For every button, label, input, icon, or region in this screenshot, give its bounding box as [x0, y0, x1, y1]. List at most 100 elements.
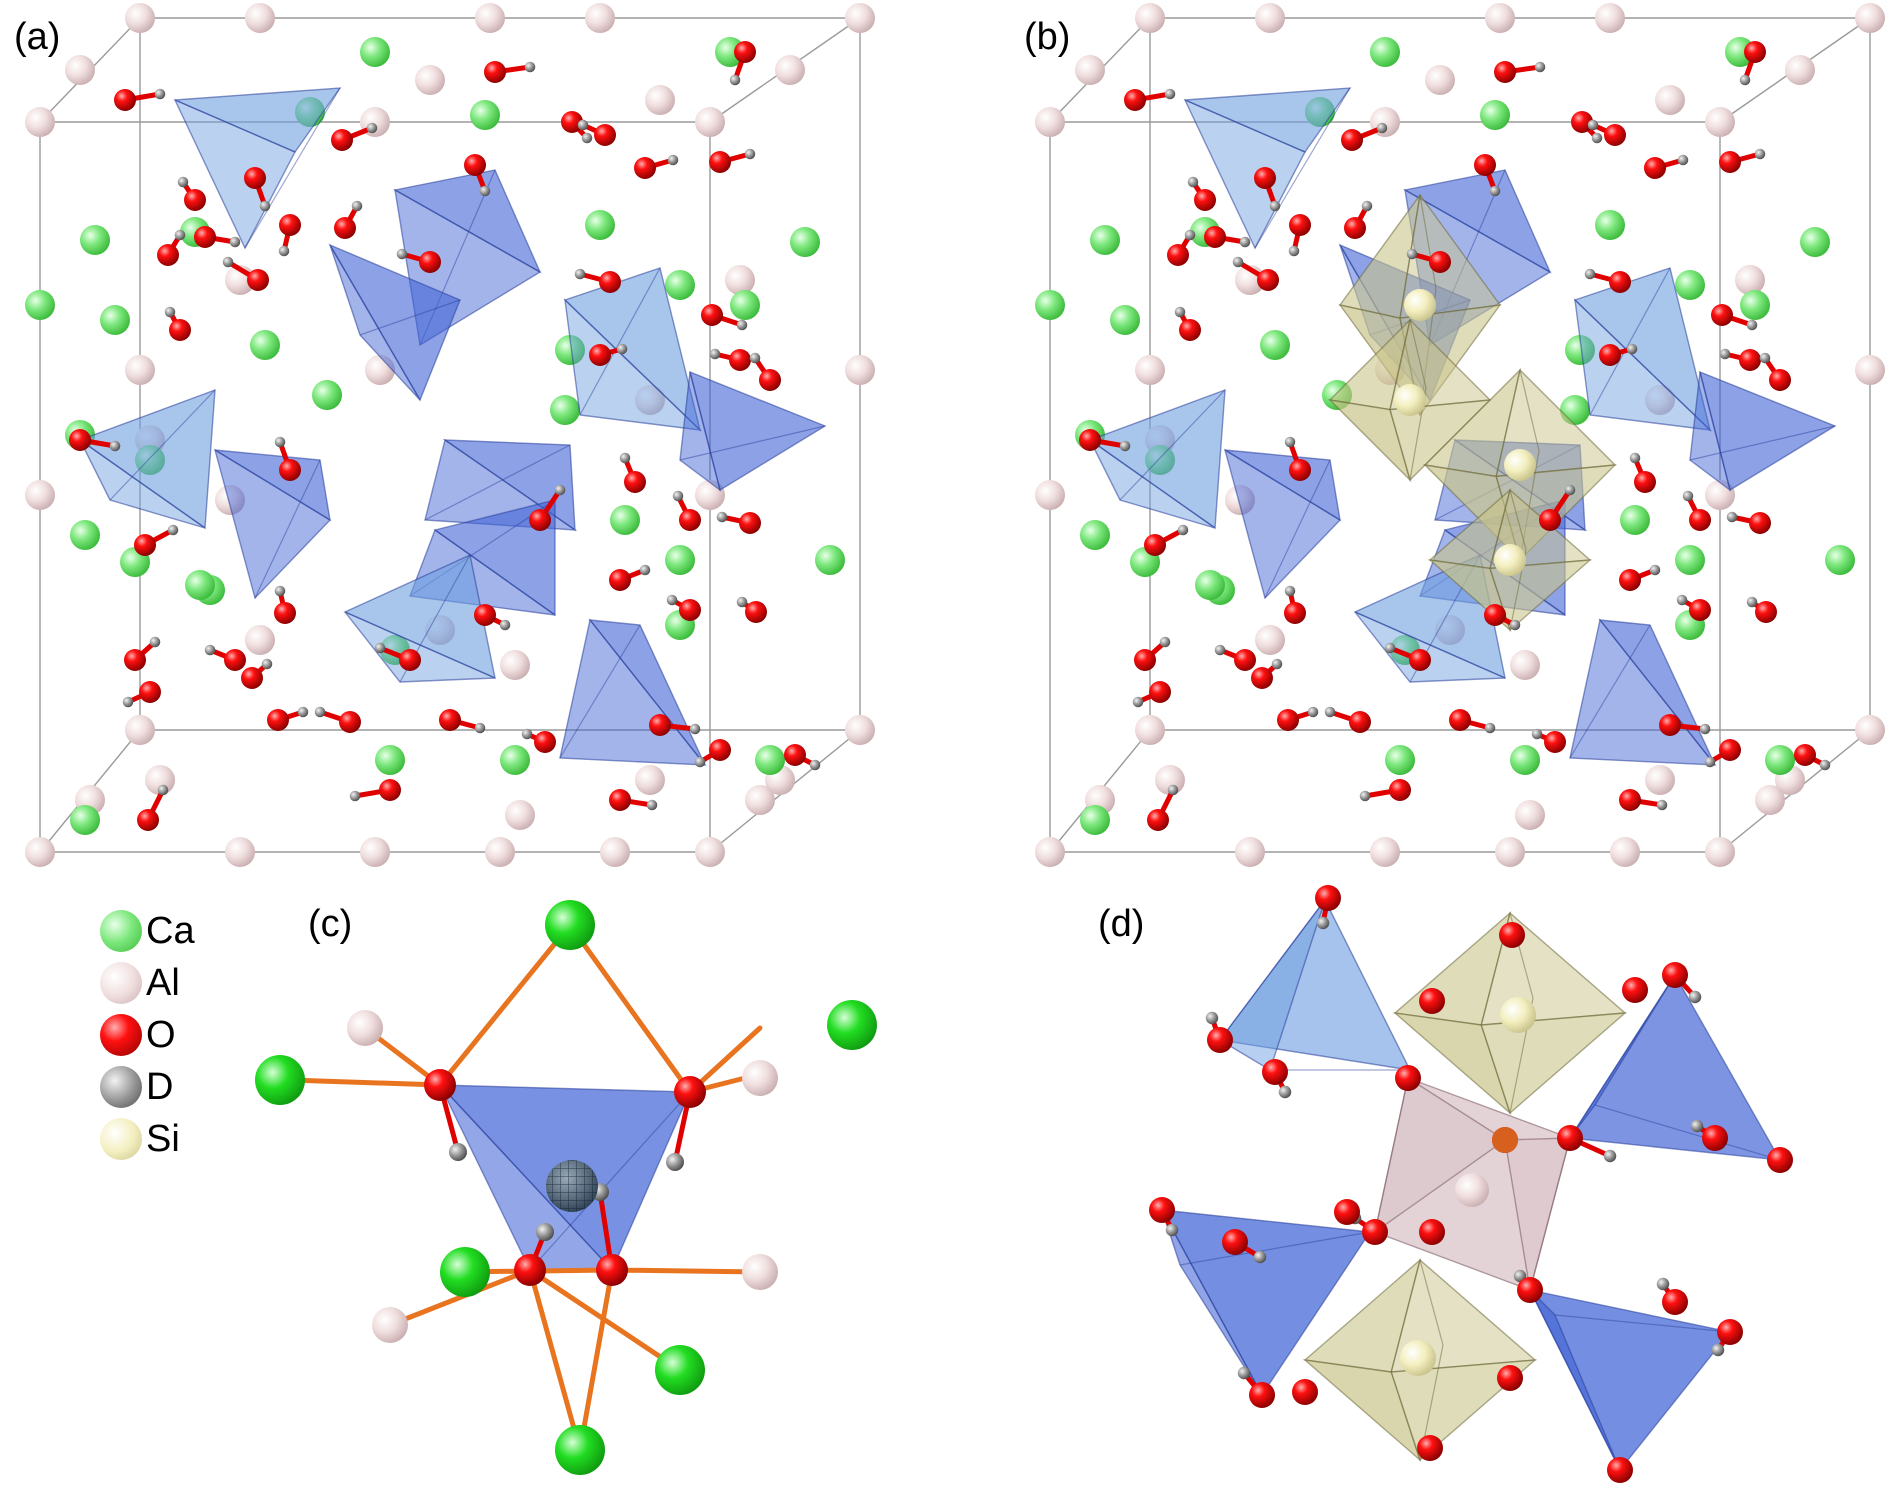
o-atom [464, 154, 486, 176]
al-atom [1135, 715, 1165, 745]
d-atom [1316, 916, 1330, 930]
o-atom [331, 129, 353, 151]
al-atom [1610, 837, 1640, 867]
o-atom [1251, 667, 1273, 689]
octahedron-edge [1409, 319, 1427, 389]
o-atom [379, 779, 401, 801]
ca-atom [70, 520, 100, 550]
al-atom [1255, 3, 1285, 33]
o-atom [419, 251, 441, 273]
ca-atom [312, 380, 342, 410]
si-atom-icon [100, 1118, 142, 1160]
d-atom [1656, 799, 1668, 811]
ca-atom [730, 290, 760, 320]
octahedron-edge [1419, 1259, 1444, 1346]
tetrahedron-edge [1554, 1314, 1731, 1333]
o-atom [1474, 154, 1496, 176]
o-atom-icon [100, 1014, 142, 1056]
o-atom [1284, 602, 1306, 624]
al-tetrahedron [1218, 899, 1326, 1072]
d-atom [1269, 200, 1281, 212]
al-atom [125, 355, 155, 385]
o-atom [1334, 1199, 1360, 1225]
si-atom [1494, 544, 1526, 576]
o-atom [157, 244, 179, 266]
ca-atom [25, 290, 55, 320]
o-atom [624, 471, 646, 493]
al-atom [695, 107, 725, 137]
ca-atom [585, 210, 615, 240]
legend-item-al: Al [100, 957, 195, 1009]
si-atom [1500, 997, 1536, 1033]
bond [527, 1267, 583, 1453]
o-atom [529, 509, 551, 531]
d-atom [694, 756, 706, 768]
d-atom [1324, 706, 1336, 718]
panel-d-polyhedra-view [1149, 885, 1793, 1483]
al-tetrahedron [213, 448, 332, 600]
al-atom [1135, 3, 1165, 33]
d-atom [167, 524, 179, 536]
al-atom [600, 837, 630, 867]
si-octahedron [1489, 559, 1593, 632]
o-atom [484, 61, 506, 83]
al-atom [1035, 480, 1065, 510]
legend-label-si: Si [146, 1117, 180, 1160]
d-atom [1376, 122, 1388, 134]
o-atom [1167, 244, 1189, 266]
o-atom [1794, 744, 1816, 766]
ca-atom [1800, 227, 1830, 257]
o-atom [194, 226, 216, 248]
o-atom [596, 1254, 628, 1286]
ca-atom [1480, 100, 1510, 130]
al-atom [645, 85, 675, 115]
d-atom [1489, 185, 1501, 197]
o-atom [1719, 739, 1741, 761]
element-legend: Ca Al O D Si [100, 905, 195, 1165]
ca-atom [250, 330, 280, 360]
d-atom [1214, 644, 1226, 656]
d-atom [314, 706, 326, 718]
d-atom [1699, 723, 1711, 735]
o-atom [1744, 41, 1766, 63]
o-atom [1571, 111, 1593, 133]
d-atom [521, 728, 533, 740]
legend-item-d: D [100, 1061, 195, 1113]
d-atom [297, 706, 309, 718]
d-atom [749, 352, 761, 364]
ca-atom [555, 1425, 605, 1475]
legend-item-si: Si [100, 1113, 195, 1165]
d-atom [1119, 440, 1131, 452]
d-atom [1754, 148, 1766, 160]
d-atom [1237, 1366, 1251, 1380]
o-atom [1341, 129, 1363, 151]
d-atom [259, 200, 271, 212]
d-atom [1688, 990, 1702, 1004]
o-atom [599, 271, 621, 293]
al-atom [245, 625, 275, 655]
tetrahedron-edge [109, 389, 216, 501]
o-atom [1717, 1319, 1743, 1345]
o-atom [1147, 809, 1169, 831]
ca-atom [1260, 330, 1290, 360]
ca-atom [1675, 545, 1705, 575]
bond [609, 1267, 763, 1275]
ca-atom [1195, 570, 1225, 600]
panel-c-coordination-view [255, 900, 877, 1475]
d-atom [449, 1143, 467, 1161]
legend-item-o: O [100, 1009, 195, 1061]
d-atom [1484, 722, 1496, 734]
al-atom [1510, 650, 1540, 680]
tetrahedron-edge [559, 624, 641, 759]
al-atom [1705, 107, 1735, 137]
o-atom [267, 709, 289, 731]
ca-atom [550, 395, 580, 425]
o-atom [474, 604, 496, 626]
ca-atom [610, 505, 640, 535]
al-atom [1855, 3, 1885, 33]
d-atom [1603, 1149, 1617, 1163]
o-atom [709, 739, 731, 761]
d-atom [1271, 658, 1283, 670]
al-atom [1855, 715, 1885, 745]
